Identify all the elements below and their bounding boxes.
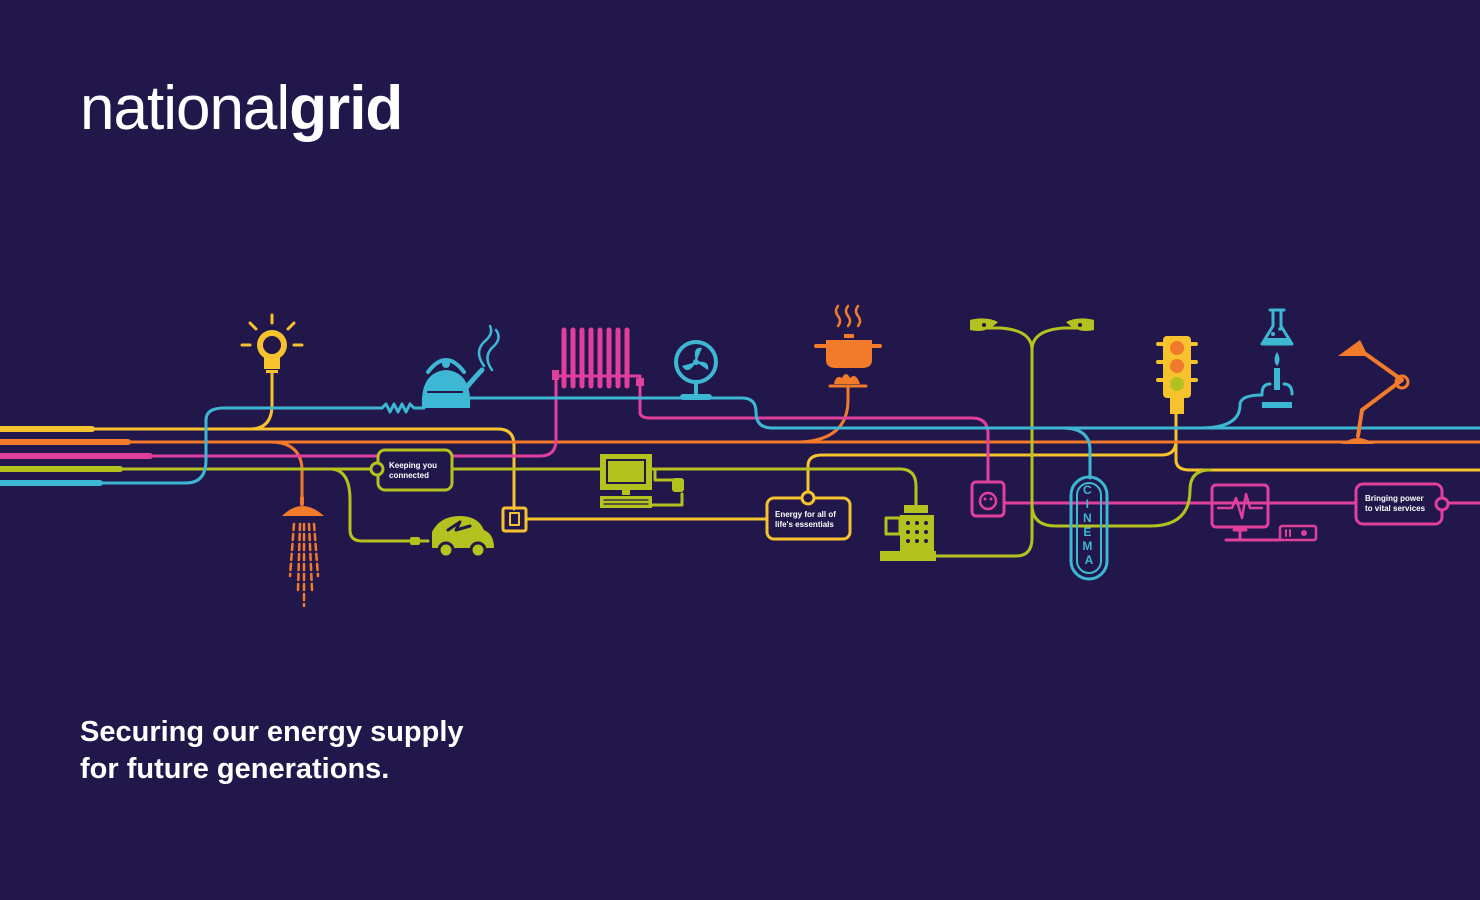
electric-car-icon: [410, 516, 494, 559]
callout-essentials-line2: life's essentials: [775, 520, 834, 529]
tagline: Securing our energy supply for future ge…: [80, 714, 464, 788]
radiator-icon: [552, 327, 644, 389]
desk-lamp-icon: [1338, 340, 1410, 444]
callout-essentials-line1: Energy for all of: [775, 510, 836, 519]
cinema-sign-text: C I N E M A: [1082, 483, 1095, 567]
callout-vital-services: Bringing power to vital services: [1354, 482, 1450, 526]
cash-register-icon: [880, 505, 936, 561]
street-lamp-icon: [970, 318, 1094, 331]
callout-keeping-connected: Keeping you connected: [369, 448, 454, 492]
light-switch-icon: [501, 506, 528, 533]
cinema-sign-icon: C I N E M A: [1069, 475, 1109, 581]
light-bulb-icon: [240, 313, 304, 373]
callout-vital-line1: Bringing power: [1365, 494, 1424, 503]
national-grid-logo: nationalgrid: [80, 78, 403, 140]
tagline-line-2: for future generations.: [80, 753, 390, 785]
socket-icon: [970, 480, 1006, 518]
bunsen-burner-icon: [1260, 308, 1294, 408]
logo-word-national: national: [80, 74, 290, 143]
callout-connected-line1: Keeping you: [389, 461, 437, 470]
computer-icon: [600, 454, 684, 508]
kettle-cable-coil: [380, 402, 426, 414]
callout-vital-line2: to vital services: [1365, 504, 1426, 513]
callout-connected-line2: connected: [389, 471, 429, 480]
logo-word-grid: grid: [289, 74, 403, 143]
callout-lifes-essentials: Energy for all of life's essentials: [765, 490, 852, 541]
shower-icon: [282, 496, 324, 608]
fan-icon: [674, 340, 718, 400]
network-wires: [0, 326, 1480, 558]
cooking-pot-icon: [814, 304, 882, 388]
heart-monitor-icon: [1210, 483, 1318, 542]
traffic-light-icon: [1156, 336, 1198, 414]
kettle-icon: [421, 324, 500, 408]
tagline-line-1: Securing our energy supply: [80, 716, 464, 748]
